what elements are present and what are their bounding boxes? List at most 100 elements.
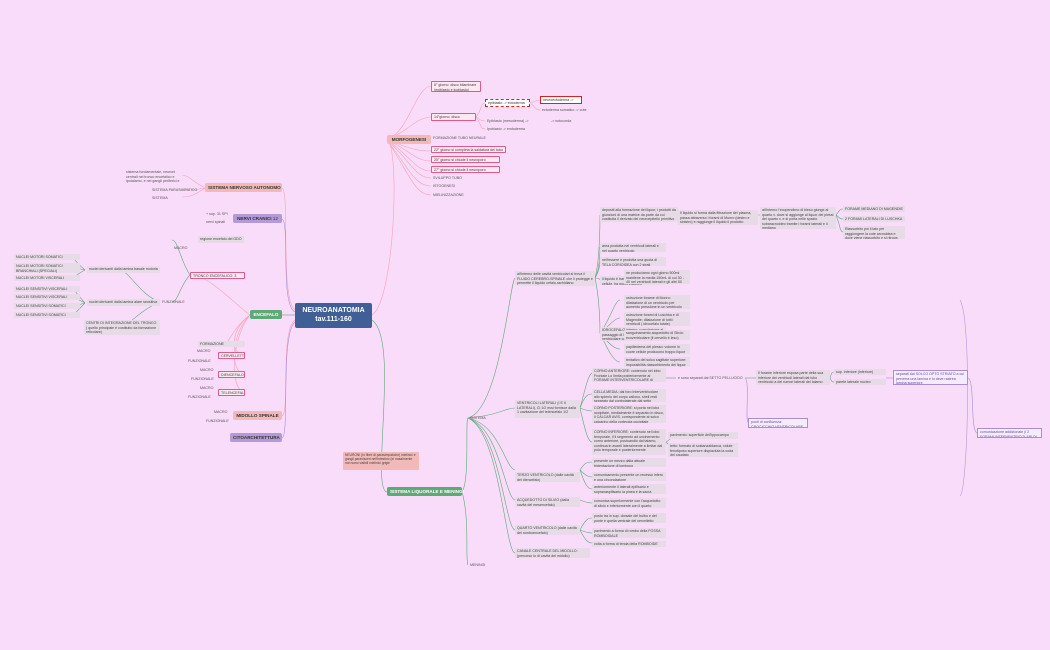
liq-tela-corioidea[interactable]: nell'essere è prodotta una quota di TELA… [600, 257, 666, 266]
liq-quarto-posto[interactable]: posto tra in sup. dorsale del bulbo e de… [592, 513, 666, 523]
root-title: NEUROANATOMIA [302, 307, 365, 314]
enc-nuclei-motori-somatici[interactable]: NUCLEI MOTORI SOMATICI GENERALI [14, 254, 80, 260]
liq-quarto-pavimento[interactable]: pavimento a forma di rombo della FOSSA R… [592, 528, 666, 538]
enc-tel-funzionale[interactable]: FUNZIONALE [188, 395, 211, 399]
enc-dien-funzionale[interactable]: FUNZIONALE [191, 377, 214, 381]
morfo-g22[interactable]: 22° giorno si completa la saldatura del … [431, 146, 506, 153]
liq-dep2[interactable]: Il liquido si forma dalla filtrazione de… [678, 210, 758, 225]
branch-morfogenesi[interactable]: MORFOGENESI [387, 135, 431, 144]
enc-nuclei-sens-visc-spec[interactable]: NUCLEI SENSITIVI VISCERALI SPECIALI [14, 294, 80, 300]
midollo-macro[interactable]: MACRO [214, 410, 228, 414]
liq-meningi[interactable]: MENINGI [470, 563, 486, 567]
autonomo-desc[interactable]: sistema fondamentale, neuroni centrali n… [126, 170, 180, 183]
liq-acquedotto-comunica[interactable]: comunica superiormente con l'acquedotto … [592, 498, 666, 508]
enc-funzionale[interactable]: FUNZIONALE [162, 300, 185, 304]
liq-parete-laterale[interactable]: parete laterale nucleo caudato [834, 379, 886, 385]
enc-nuclei-sens-visc-gen[interactable]: NUCLEI SENSITIVI VISCERALI GENERALI [14, 286, 80, 292]
liq-area-prodotta[interactable]: area prodotta nei ventricoli laterali e … [600, 243, 666, 252]
liq-corno-inferiore[interactable]: CORNO INFERIORE: contenuto nel lobo temp… [592, 429, 666, 455]
liq-quarto-volta[interactable]: volta a forma di tenda della ROMBOIDE [592, 541, 666, 547]
liq-sistema-ventricolare[interactable]: SISTEMA VENTRICOLARE [470, 416, 498, 421]
morfo-neuroectoderma[interactable]: neuroectoderma -> SNC [540, 96, 582, 104]
branch-encefalo[interactable]: ENCEFALO [250, 310, 282, 319]
liq-terzo-recesso[interactable]: comunicamento presente un recesso infero… [592, 472, 666, 481]
morfo-epiblasto-mesoderma[interactable]: Epiblasto (mesoderma) -> mesoderma [487, 119, 529, 124]
nervi-spinali-count[interactable]: + sup. 31 SPI [206, 212, 228, 216]
liq-ostruzione-luschka[interactable]: ostruzione forami di Luschka e di Magend… [624, 312, 690, 326]
liq-ostruzione-monro[interactable]: ostruzione forame di Monro: dilatazione … [624, 295, 690, 309]
morfo-ipoblasto[interactable]: Ipoblasto -> endoderma [487, 127, 526, 131]
liq-sanguinamento[interactable]: sanguinamento acquedotto di Silvio: ecov… [624, 330, 690, 340]
liq-sviluppo[interactable]: all'interno delle cavità ventricolari si… [515, 271, 595, 286]
liq-dep3[interactable]: all'interno l'ecopendimo di bleso giunge… [760, 207, 836, 229]
branch-sistema-autonomo[interactable]: SISTEMA NERVOSO AUTONOMO [205, 183, 282, 192]
liq-terzo-anteriormente[interactable]: anteriormente il laterali epifisario e s… [592, 484, 666, 494]
nervi-spinali[interactable]: nervi spinali [206, 220, 225, 224]
liq-acquedotto[interactable]: ACQUEDOTTO DI SILVIO (dalla cavità del m… [515, 497, 580, 507]
midollo-funzionale[interactable]: FUNZIONALE [206, 419, 229, 423]
enc-nuclei-sensitivi-group[interactable]: nuclei derivanti dalla lamina alare sens… [87, 299, 160, 306]
morfo-istogenesi[interactable]: ISTOGENESI [433, 184, 455, 188]
enc-tronco[interactable]: TRONCO ENCEFALICO: 3 mm [190, 272, 245, 279]
branch-sistema-liquorale[interactable]: SISTEMA LIQUORALE E MENINGI [387, 487, 464, 496]
liq-comunicazione-monro[interactable]: comunicazione addizionale (i 2 FORAMI IN… [977, 428, 1042, 438]
liq-tentativo[interactable]: tentativo del solco sagittale superiore:… [624, 357, 690, 367]
liq-solco-opto-striato[interactable]: separati dal SOLCO OPTO STRIATO a cui pe… [893, 370, 968, 385]
liq-tetto[interactable]: tetto: formato di sostanzabianca, volute… [668, 443, 738, 457]
nervi-label: NERVI CRANICI [237, 216, 272, 221]
morfo-epiblasto-ectoderma[interactable]: epiblasto -> ectoderma [485, 99, 530, 107]
liq-ventricoli-laterali[interactable]: VENTRICOLI LATERALI (I E II LATERALI), C… [515, 400, 580, 418]
liq-papilledema[interactable]: papilledema del plesso: volume in cuore … [624, 344, 690, 354]
morfo-g27[interactable]: 27° giorno si chiude il neuroporo caudal… [431, 166, 500, 173]
liq-corno-anteriore[interactable]: CORNO ANTERIORE: contenuto nel lobo Fron… [592, 368, 666, 382]
enc-telencefalo[interactable]: TELENCEFALO [218, 389, 245, 396]
morfo-notocorda[interactable]: -> notocorda [551, 119, 572, 123]
liq-produciamo[interactable]: ne produciamo ogni giorno 500ml mantiene… [624, 270, 690, 284]
enc-cerv-funzionale[interactable]: FUNZIONALE [188, 359, 211, 363]
liq-forame-mediano[interactable]: FORAME MEDIANO DI MAGENDIE [843, 206, 905, 212]
autonomo-ortosimpatico[interactable]: SISTEMA ORTOSIMPATICO [152, 196, 181, 201]
morfo-sviluppo-tubo[interactable]: SVILUPPO TUBO [433, 176, 462, 180]
morfo-formazione-tubo[interactable]: FORMAZIONE TUBO NEURALE [433, 136, 486, 140]
root-node[interactable]: NEUROANATOMIA tav.111-160 [295, 303, 372, 328]
liq-forami-laterali[interactable]: 2 FORAMI LATERALI DI LUSCHKA [843, 216, 905, 222]
autonomo-parasimpatico[interactable]: SISTEMA PARASIMPATICO [152, 188, 198, 192]
nervi-count: 12 [272, 216, 278, 221]
morfo-mielinizzazione[interactable]: MIELINIZZAZIONE [433, 193, 464, 197]
note-neuroni[interactable]: NEURONI (In fibre di parasimpatiche) mie… [343, 452, 419, 470]
enc-cerv-macro[interactable]: MACRO [197, 349, 211, 353]
morfo-g8[interactable]: 8° giorno: disco bilaminare (epiblasto e… [431, 81, 481, 92]
liq-riassorbito[interactable]: Riassorbito poi il lato per raggiungere … [843, 226, 905, 239]
liq-canale-centrale[interactable]: CANALE CENTRALE DEL MIDOLLO: (percorso l… [515, 548, 590, 558]
branch-citoarchitettura[interactable]: CITOARCHITETTURA [230, 433, 282, 442]
morfo-g14[interactable]: 14°giorno: disco trilaminare [431, 113, 476, 121]
enc-nuclei-sens-som-gen[interactable]: NUCLEI SENSITIVI SOMATICI GENERALI [14, 303, 80, 309]
liq-sup-inferiore-talamo[interactable]: sup. inferiore (inferiore) talamo [834, 369, 886, 375]
branch-nervi-cranici[interactable]: NERVI CRANICI 12 [233, 214, 282, 223]
liq-dep1[interactable]: depositi alla formazione dei liquor, i p… [600, 207, 678, 222]
enc-formazione-reticolare[interactable]: FORMAZIONE RETICOLARE [198, 341, 245, 347]
enc-centri-integrazione[interactable]: CENTRI DI INTEGRAZIONE DEL TRONCO ( quel… [84, 320, 160, 335]
liq-terzo-linea[interactable]: presente un mezzo dalla attuale tridenta… [592, 458, 666, 467]
enc-diencefalo[interactable]: DIENCEFALO [218, 371, 245, 378]
enc-macro[interactable]: MACRO [174, 246, 188, 250]
liq-crocicchio[interactable]: punti di confluenza: CROCICCHIO VENTRICO… [748, 418, 808, 428]
enc-cervelletto[interactable]: CERVELLETTO [218, 352, 245, 359]
enc-nuclei-motori-branchiali[interactable]: NUCLEI MOTORI SOMATICI BRANCHIALI (SPECI… [14, 263, 80, 273]
branch-midollo-spinale[interactable]: MIDOLLO SPINALE [233, 411, 282, 420]
liq-setto-pellucido[interactable]: e sono separati dal SETTO PELLUCIDO [678, 376, 743, 380]
morfo-ectoderma-cute[interactable]: ectoderma somatico -> cute [542, 108, 587, 112]
morfo-g25[interactable]: 25° giorno si chiude il neuroporo rostra… [431, 156, 500, 163]
enc-dien-macro[interactable]: MACRO [200, 368, 214, 372]
liq-cella-media[interactable]: CELLA MEDIA: dal foro interventricolare … [592, 389, 666, 402]
liq-corno-posteriore[interactable]: CORNO POSTERIORE: si porta nel lobo occi… [592, 405, 666, 423]
liq-forame-inferiore[interactable]: Il forame inferiore esposa parte della s… [756, 370, 830, 385]
enc-regione[interactable]: regione encefalo del GDO [198, 236, 244, 243]
enc-nuclei-motori-group[interactable]: nuclei derivanti dalla lamina basale mot… [87, 266, 160, 273]
liq-quarto-ventricolo[interactable]: QUARTO VENTRICOLO (dalle cavità del romb… [515, 525, 580, 535]
enc-nuclei-motori-viscerali[interactable]: NUCLEI MOTORI VISCERALI [14, 275, 80, 281]
liq-pavimento-ippocampo[interactable]: pavimento: superficie dell'ippocampo [668, 432, 738, 439]
liq-terzo-ventricolo[interactable]: TERZO VENTRICOLO (dalle cavità del dienc… [515, 472, 580, 482]
enc-tel-macro[interactable]: MACRO [200, 386, 214, 390]
enc-nuclei-sens-som-spec[interactable]: NUCLEI SENSITIVI SOMATICI SPECIALI [14, 312, 80, 318]
